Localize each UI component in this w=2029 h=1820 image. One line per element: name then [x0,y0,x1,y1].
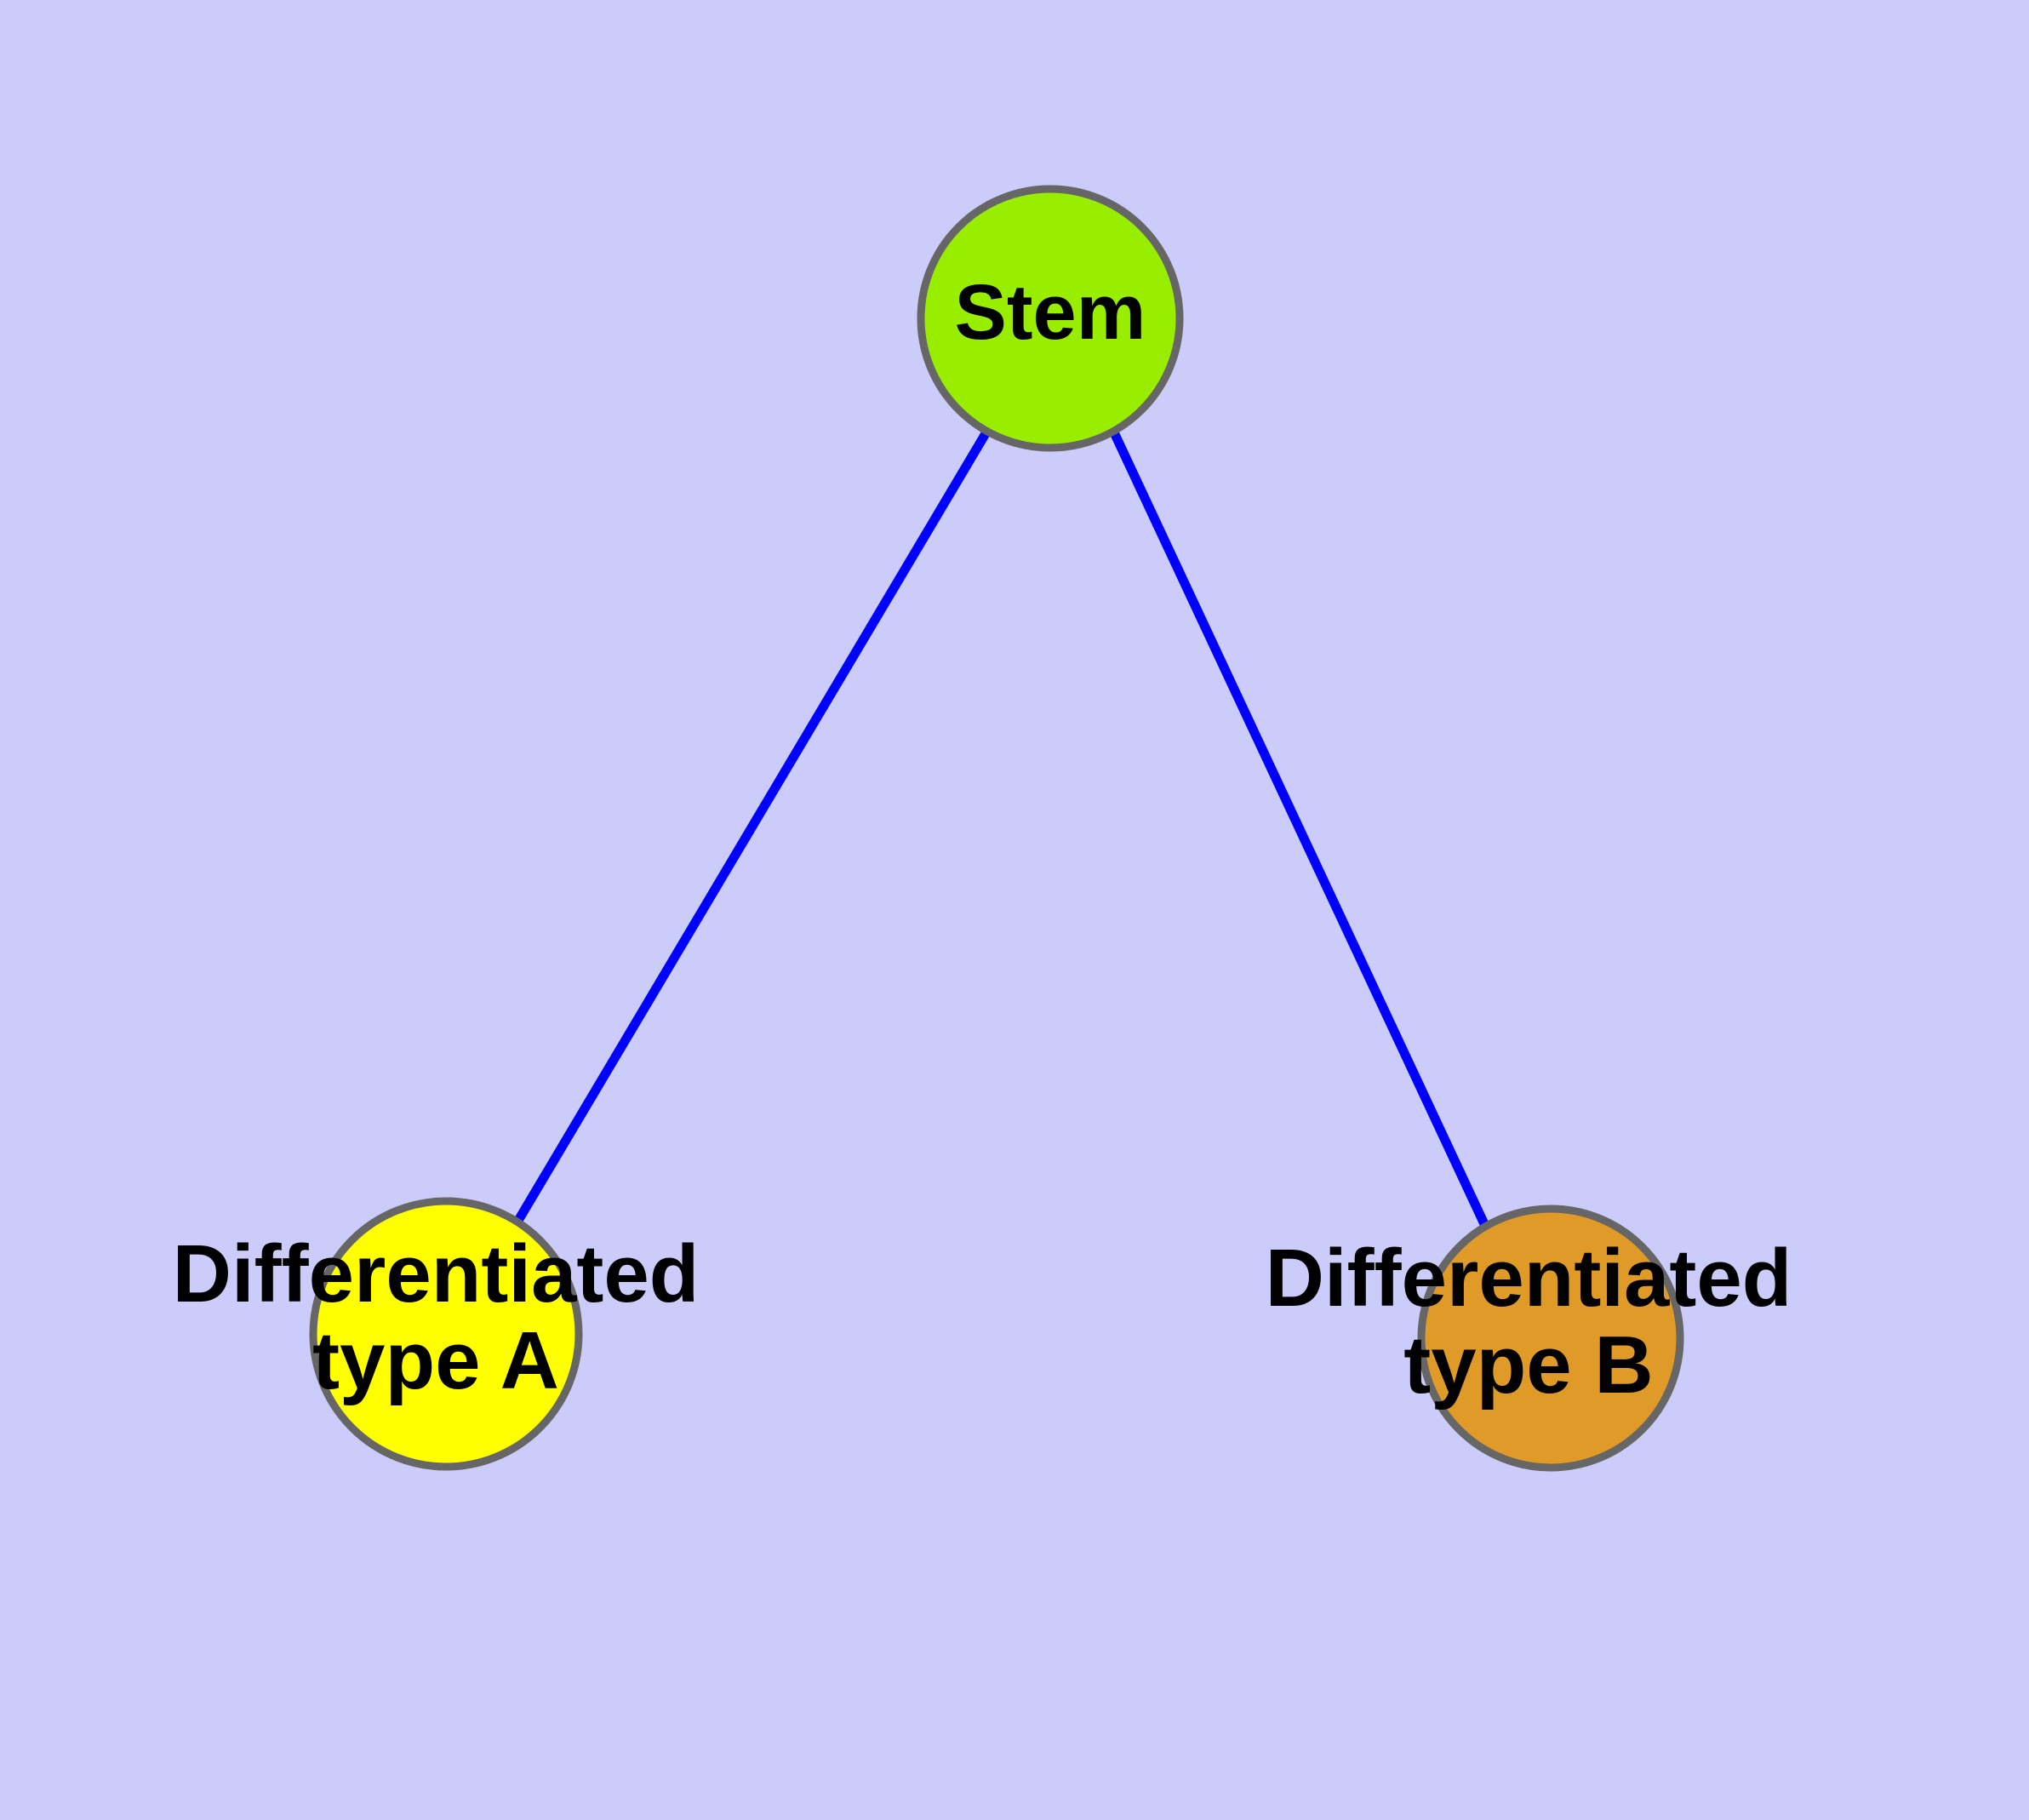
node-label-line: Differentiated [173,1228,700,1319]
node-circle-type_a[interactable] [309,1197,583,1471]
node-label-line: type B [1403,1319,1653,1411]
node-label-line: Stem [955,269,1146,356]
node-label-line: type A [312,1315,559,1406]
node-circle-type_b[interactable] [1417,1205,1684,1472]
edges-layer [512,428,1489,1228]
node-stem[interactable]: Stem [917,185,1184,452]
node-label-stem: Stem [955,269,1146,356]
edge-stem-to-type-a [512,428,992,1226]
node-circle-stem[interactable] [917,185,1184,452]
edge-stem-to-type-b [1110,430,1489,1228]
node-label-line: Differentiated [1266,1233,1792,1324]
